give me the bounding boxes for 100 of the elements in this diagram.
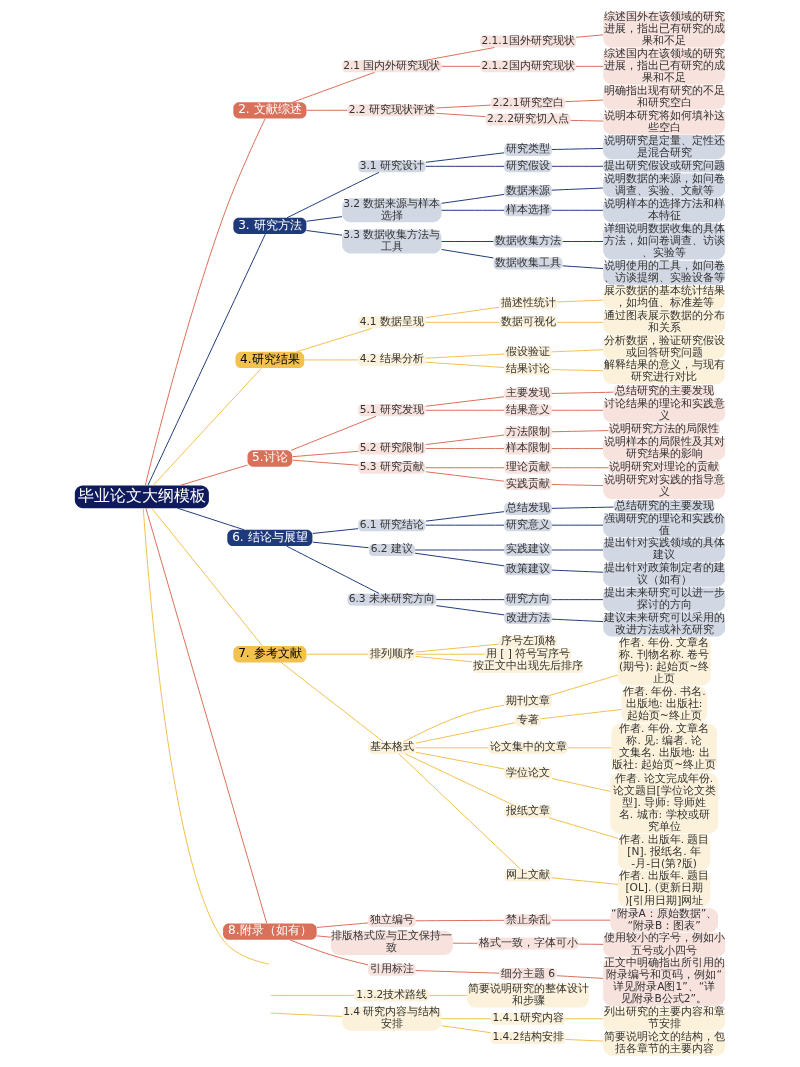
node-box: 报纸文章 [504, 805, 552, 818]
connector [425, 353, 505, 359]
connector [441, 209, 505, 211]
connector [551, 409, 604, 411]
node-box-text: 主要发现 [504, 387, 552, 400]
node-box-text: 结果讨论 [504, 363, 552, 376]
node-box: 2.2.1研究空白 [490, 97, 566, 110]
node-box-text: 2.1.2国内研究现状 [480, 60, 576, 73]
connector [305, 230, 343, 236]
connector [551, 484, 604, 487]
connector [425, 361, 505, 369]
node-box-text: 6.1 研究结论 [358, 519, 426, 532]
connector [556, 299, 604, 303]
connector [564, 99, 604, 103]
node-box-text: 研究假设 [504, 160, 552, 173]
connector [425, 524, 505, 526]
connector [404, 753, 515, 807]
node-box-text: 详细说明数据收集的具体方法，如问卷调查、访谈、实验等 [603, 223, 726, 260]
connector [556, 321, 604, 323]
connector [425, 47, 495, 61]
connector [435, 112, 486, 118]
connector [144, 118, 266, 486]
node-box: 网上文献 [504, 869, 552, 882]
node-box-text: 禁止杂乱 [504, 914, 552, 927]
node-box: 引用标注 [368, 963, 416, 976]
connector [415, 653, 486, 655]
node-box-text: 正文中明确指出所引用的附录编号和页码，例如“详见附录A图1”、“详见附录B公式2”。 [603, 957, 726, 1006]
node-box: “附录A：原始数据”、“附录B：图表” [610, 908, 719, 933]
node-box-text: 说明研究对理论的贡献 [608, 461, 720, 474]
connector [435, 599, 505, 601]
connector [551, 877, 619, 885]
connector [441, 65, 481, 67]
connector [551, 391, 615, 394]
node-box-text: 作者. 年份. 书名. 出版地: 出版社: 起始页~终止页 [621, 686, 708, 723]
connector [441, 249, 494, 259]
node-box-text: 说明数据的来源，如问卷调查、实验、文献等 [603, 173, 726, 198]
node-box: 2. 文献综述 [233, 102, 307, 119]
connector [415, 643, 500, 653]
connector [291, 459, 359, 466]
node-box-text: 基本格式 [368, 741, 416, 754]
node-box-text: 说明使用的工具，如问卷、访谈提纲、实验设备等 [603, 260, 726, 285]
connector [540, 709, 622, 720]
node-box-text: 论文集中的文章 [488, 741, 568, 754]
node-box-text: 排版格式应与正文保持一致 [330, 930, 453, 955]
node-box-text: 样本限制 [504, 442, 552, 455]
connector [575, 65, 604, 67]
connector [551, 369, 604, 372]
node-box: 研究方向 [504, 593, 552, 606]
node-box-text: 方法限制 [504, 426, 552, 439]
node-box-text: 简要说明研究的整体设计和步骤 [467, 983, 589, 1008]
connector [286, 171, 380, 219]
node-box: 6.2 建议 [368, 543, 415, 556]
connector [551, 209, 604, 211]
connector [291, 450, 359, 458]
node-box-text: 展示数据的基本统计结果，如均值、标准差等 [603, 285, 726, 310]
node-box-text: 综述国外在该领域的研究进展，指出已有研究的成果和不足 [603, 11, 726, 48]
node-box-text: 建议未来研究可以采用的改进方法或补充研究 [603, 612, 726, 637]
connector [286, 545, 380, 594]
connector [556, 975, 604, 979]
connector [415, 655, 473, 663]
connector [312, 541, 369, 549]
connector [289, 939, 369, 966]
connector [452, 942, 478, 944]
connector [551, 506, 615, 509]
connector [425, 165, 505, 167]
node-box-text: 总结研究的主要发现 [613, 500, 715, 513]
connector [425, 321, 500, 323]
node-box-text: 独立编号 [368, 914, 416, 927]
connector [441, 1018, 492, 1020]
connector [551, 448, 604, 450]
connector [551, 599, 604, 601]
node-box: 研究意义 [504, 519, 552, 532]
connector [575, 34, 604, 38]
node-box-text: 2.1.1国外研究现状 [480, 35, 576, 48]
node-box-text: 5.1 研究发现 [358, 404, 426, 417]
connector [551, 430, 609, 433]
node-box-text: 排列顺序 [368, 648, 416, 661]
node-box-text: 3.1 研究设计 [358, 160, 426, 173]
node-box: 研究类型 [504, 144, 552, 157]
node-box: 8.附录（如有） [223, 923, 317, 940]
connector [570, 119, 604, 122]
node-box-text: 提出针对实践领域的具体建议 [603, 537, 726, 563]
node-box: 2.2.2研究切入点 [485, 113, 571, 126]
node-box-text: 说明研究方法的局限性 [608, 423, 720, 436]
connector [551, 919, 611, 921]
node-box: 期刊文章 [504, 695, 552, 708]
connector [151, 507, 264, 647]
connector [270, 994, 355, 996]
connector [567, 747, 612, 749]
connector [312, 528, 359, 534]
node-box-text: 使用较小的字号，例如小五号或小四号 [603, 932, 726, 958]
node-box-text: 3.3 数据收集方法与工具 [342, 229, 442, 254]
node-box-text: 说明研究是定量、定性还是混合研究 [603, 135, 726, 160]
node-box-text: 5.2 研究限制 [358, 442, 426, 455]
node-box-text: 用 [ ] 符号写序号 [484, 648, 572, 661]
connector [551, 524, 604, 526]
connector [415, 970, 500, 974]
connector [551, 467, 609, 469]
node-box-text: 提出针对政策制定者的建议（如有） [603, 562, 726, 587]
connector [441, 193, 505, 204]
